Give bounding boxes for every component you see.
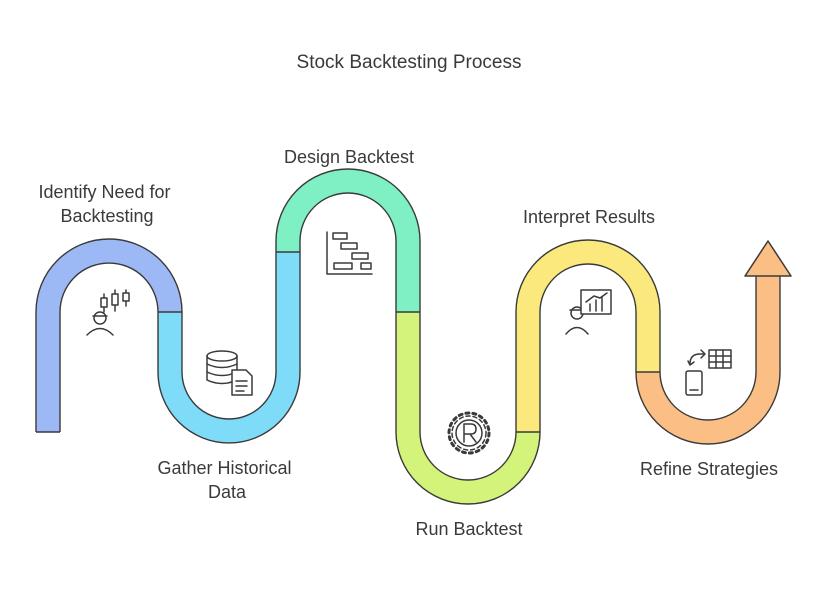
label-gather-data: Gather Historical Data (157, 458, 296, 502)
gantt-chart-icon (326, 231, 373, 275)
database-document-icon (206, 350, 253, 396)
label-run-backtest: Run Backtest (415, 519, 522, 539)
band-segment-identify-need (36, 239, 182, 432)
label-identify-need: Identify Need for Backtesting (38, 182, 175, 226)
band-outline-outer (35, 168, 757, 481)
process-band (36, 169, 792, 504)
phone-table-sync-icon (685, 349, 732, 396)
label-design-backtest: Design Backtest (284, 147, 414, 167)
band-segment-gather-data (158, 252, 300, 443)
label-interpret-results: Interpret Results (523, 207, 655, 227)
band-segment-design-backtest (276, 169, 420, 312)
gear-r-icon (447, 411, 491, 455)
step-labels: Identify Need for Backtesting Gather His… (38, 147, 778, 539)
band-segment-interpret-results (516, 240, 660, 432)
band-segment-run-backtest (396, 312, 540, 504)
analyst-candlestick-icon (86, 289, 130, 336)
diagram-title: Stock Backtesting Process (297, 52, 522, 73)
presenter-chart-icon (565, 289, 612, 335)
band-outline-inner (59, 192, 781, 505)
band-arrow-head (744, 240, 792, 277)
band-segment-refine-strategies (636, 276, 780, 444)
label-refine-strategies: Refine Strategies (640, 459, 778, 479)
band-outlines (35, 168, 781, 505)
